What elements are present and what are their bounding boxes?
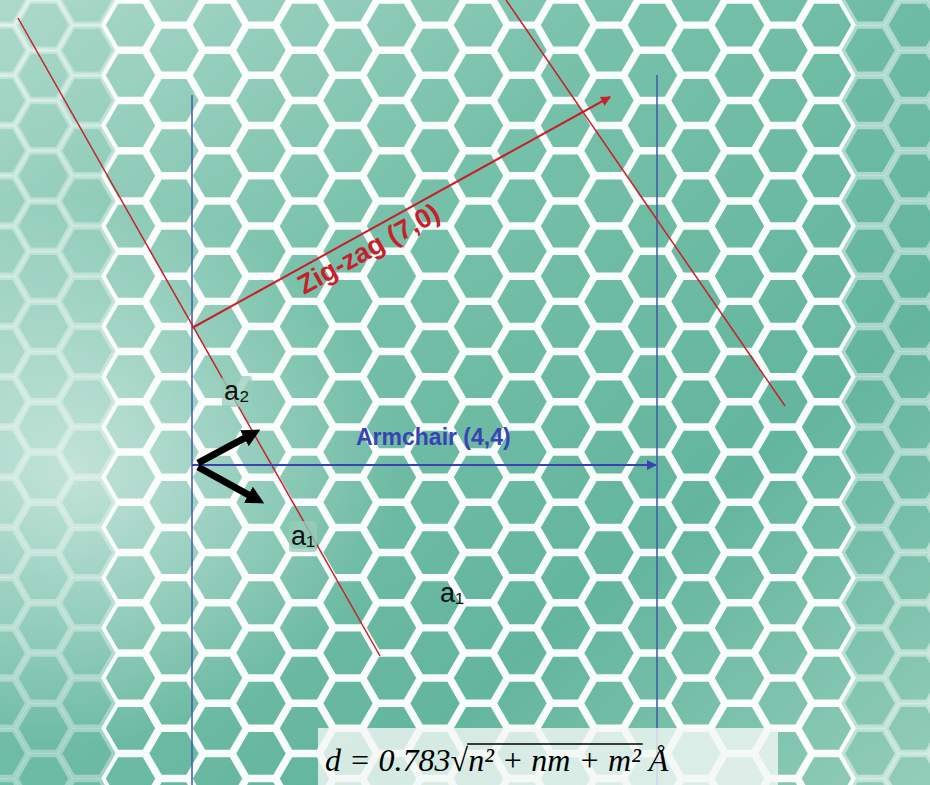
tube-boundary: [191, 95, 193, 785]
lattice-vector: [198, 433, 254, 463]
chiral-vector: [192, 97, 610, 328]
vector-name: a₁: [440, 578, 464, 609]
vector-name: a₁: [289, 521, 317, 552]
tube-boundary: [656, 75, 658, 785]
vector-name: a₂: [222, 376, 252, 407]
formula-ground: [318, 728, 778, 785]
lattice-vector: [198, 467, 258, 500]
chiral-vector: [192, 464, 656, 466]
diameter-formula: d = 0.783√n² + nm + m² Å: [325, 742, 668, 779]
tube-boundary: [18, 18, 380, 656]
vector-label: Armchair (4,4): [356, 424, 511, 451]
tube-boundary: [506, 0, 785, 406]
